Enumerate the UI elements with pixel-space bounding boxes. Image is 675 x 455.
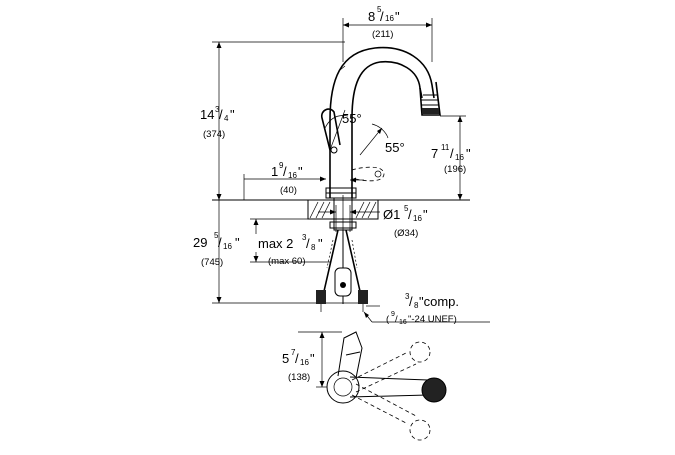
connection-callout: 3 / 8 "comp. ( 9 / 16 "-24 UNEF) — [363, 292, 490, 326]
hole-diameter-den: 16 — [413, 214, 422, 223]
lever-angle-annotation: 55° — [324, 109, 362, 151]
total-height-inch: " — [230, 107, 235, 122]
lever-height-whole: 1 — [271, 164, 278, 179]
base-offset-num: 7 — [291, 348, 296, 357]
spout-reach-whole: 8 — [368, 9, 375, 24]
hole-diameter-mm: (Ø34) — [394, 228, 418, 239]
countertop-section — [212, 195, 470, 240]
pullout-angle-value: 55° — [385, 140, 405, 155]
hose-length-whole: 29 — [193, 235, 207, 250]
spout-reach-den: 16 — [385, 14, 394, 23]
pullout-angle-annotation: 55° — [359, 123, 405, 156]
deck-thickness-den: 8 — [311, 243, 316, 252]
total-height-whole: 14 — [200, 107, 214, 122]
lever-height-num: 9 — [279, 161, 284, 170]
base-offset-mm: (138) — [288, 372, 310, 383]
spout-reach-mm: (211) — [372, 29, 393, 40]
hose-length-num: 5 — [214, 231, 219, 240]
svg-text:/: / — [219, 107, 223, 122]
spout-height-den: 16 — [455, 153, 464, 162]
svg-text:/: / — [380, 9, 384, 24]
faucet-top-view — [326, 331, 447, 441]
lever-angle-value: 55° — [342, 111, 362, 126]
deck-thickness-dimension: max 2 3 / 8 " (max 60) — [250, 218, 330, 267]
spout-height-num: 11 — [441, 143, 450, 152]
connection-sub-open: ( — [386, 314, 390, 325]
connection-sub-num: 9 — [391, 311, 395, 318]
hole-diameter-prefix: Ø1 — [383, 207, 400, 222]
total-height-dimension: 14 3 / 4 " (374) — [200, 41, 345, 200]
lever-height-mm: (40) — [280, 185, 297, 196]
deck-thickness-mm: (max 60) — [268, 256, 305, 267]
connection-num: 3 — [405, 292, 410, 301]
total-height-mm: (374) — [203, 129, 225, 140]
svg-text:/: / — [409, 294, 413, 309]
total-height-den: 4 — [224, 114, 229, 123]
hose-length-inch: " — [235, 235, 240, 250]
base-offset-dimension: 5 7 / 16 " (138) — [282, 331, 342, 388]
base-offset-inch: " — [310, 351, 315, 366]
svg-text:/: / — [218, 235, 222, 250]
base-offset-whole: 5 — [282, 351, 289, 366]
svg-text:/: / — [283, 164, 287, 179]
base-offset-den: 16 — [300, 358, 309, 367]
spout-reach-num: 5 — [377, 5, 382, 14]
svg-text:/: / — [295, 351, 299, 366]
total-height-num: 3 — [215, 105, 220, 114]
deck-thickness-inch: " — [318, 236, 323, 251]
spout-height-dimension: 7 11 / 16 " (196) — [431, 115, 471, 200]
connection-sub-den: 16 — [399, 319, 407, 326]
deck-thickness-prefix: max 2 — [258, 236, 293, 251]
spout-height-mm: (196) — [444, 164, 466, 175]
svg-text:/: / — [450, 146, 454, 161]
faucet-side-view — [320, 46, 441, 199]
connection-label: "comp. — [419, 294, 459, 309]
lever-height-inch: " — [298, 164, 303, 179]
hole-diameter-inch: " — [423, 207, 428, 222]
hose-length-den: 16 — [223, 242, 232, 251]
hole-diameter-dimension: Ø1 5 / 16 " (Ø34) — [318, 204, 428, 239]
connection-sub-label: "-24 UNEF) — [408, 314, 457, 325]
spout-reach-dimension: 8 5 / 16 " (211) — [342, 5, 433, 62]
spout-height-inch: " — [466, 146, 471, 161]
supply-hoses — [316, 229, 368, 312]
hole-diameter-num: 5 — [404, 204, 409, 213]
connection-den: 8 — [414, 301, 419, 310]
hose-length-mm: (745) — [201, 257, 223, 268]
lever-height-den: 16 — [288, 171, 297, 180]
svg-text:/: / — [408, 207, 412, 222]
lever-height-dimension: 1 9 / 16 " (40) — [243, 161, 326, 200]
deck-thickness-num: 3 — [302, 233, 307, 242]
spout-height-whole: 7 — [431, 146, 438, 161]
spout-reach-inch: " — [395, 9, 400, 24]
hose-length-dimension: 29 5 / 16 " (745) — [193, 200, 360, 304]
svg-text:/: / — [306, 236, 310, 251]
svg-text:/: / — [395, 314, 398, 325]
